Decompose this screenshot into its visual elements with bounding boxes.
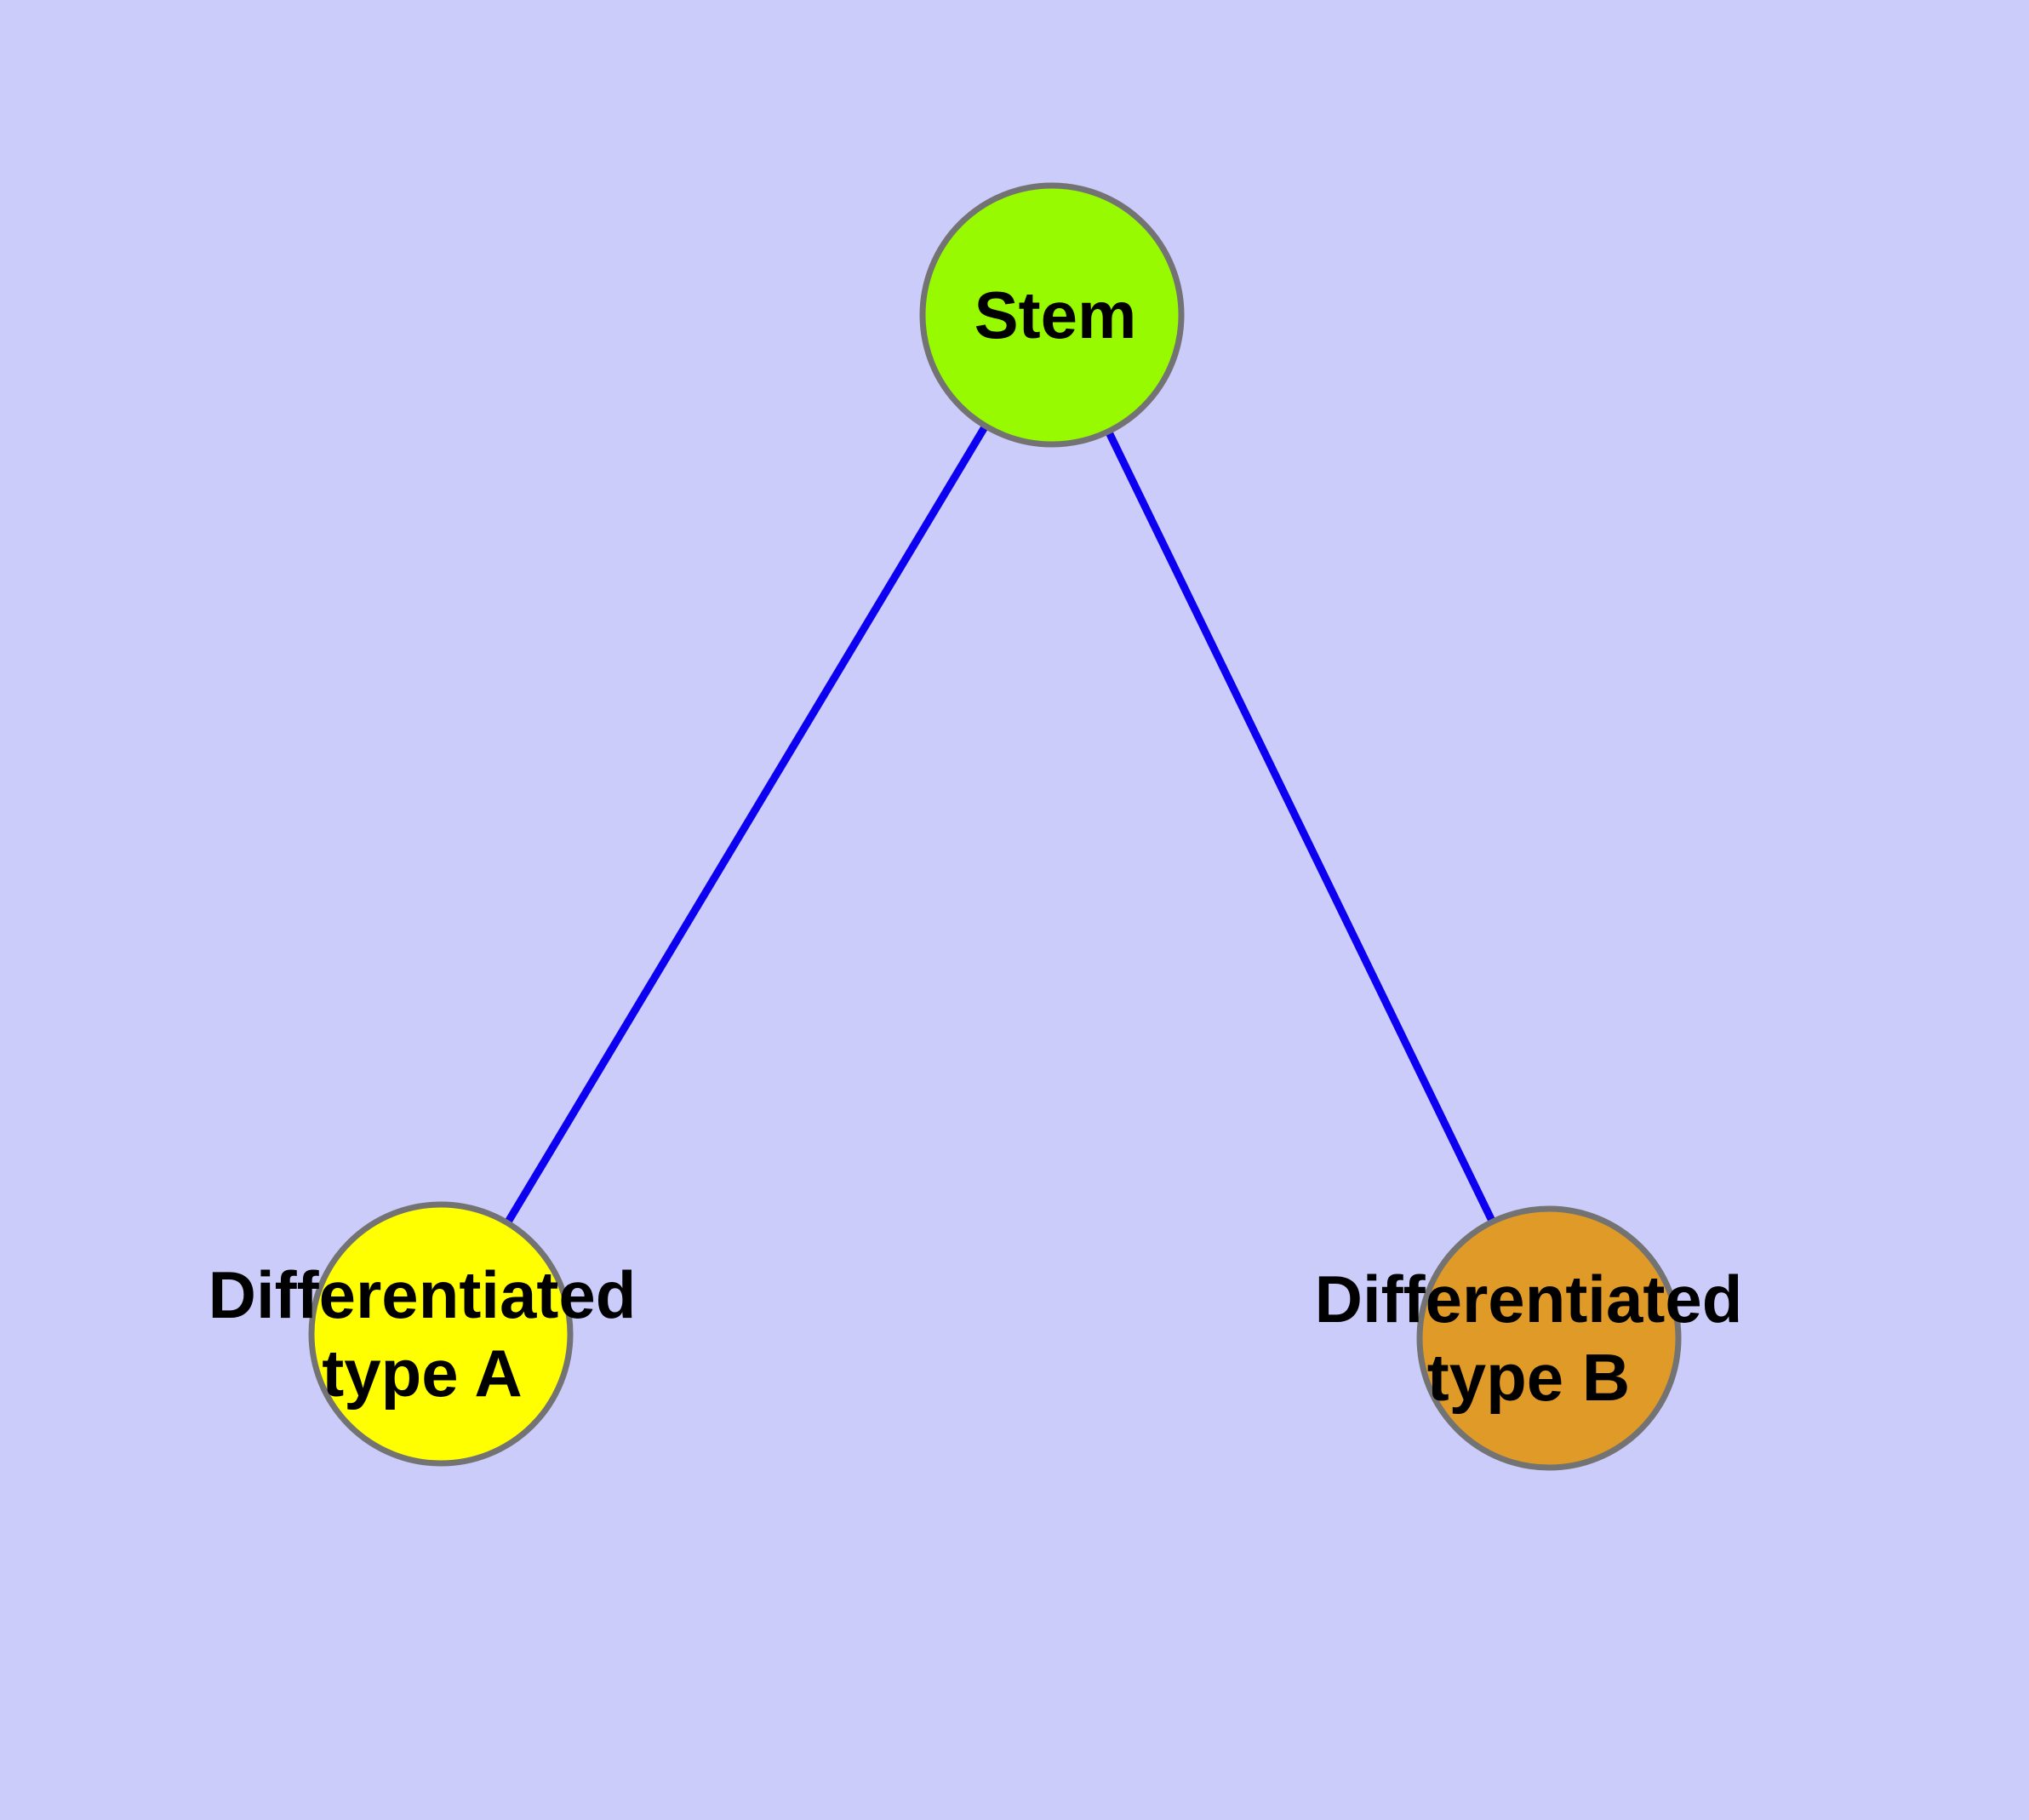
node-diff-a[interactable]: [308, 1201, 574, 1467]
node-label-line: Differentiated: [1315, 1262, 1743, 1336]
node-label-line: type A: [322, 1336, 523, 1411]
edges-layer: [437, 312, 1553, 1340]
edge-stem-to-diff-a[interactable]: [437, 312, 1055, 1336]
node-label-line: Differentiated: [209, 1257, 637, 1332]
node-label-line: type B: [1427, 1340, 1630, 1415]
node-label-line: Stem: [974, 278, 1137, 352]
node-stem[interactable]: [919, 182, 1185, 448]
node-label-stem: Stem: [974, 278, 1137, 352]
node-diff-b[interactable]: [1416, 1205, 1682, 1471]
edge-stem-to-diff-b[interactable]: [1048, 313, 1553, 1340]
nodes-layer: [308, 182, 1682, 1471]
